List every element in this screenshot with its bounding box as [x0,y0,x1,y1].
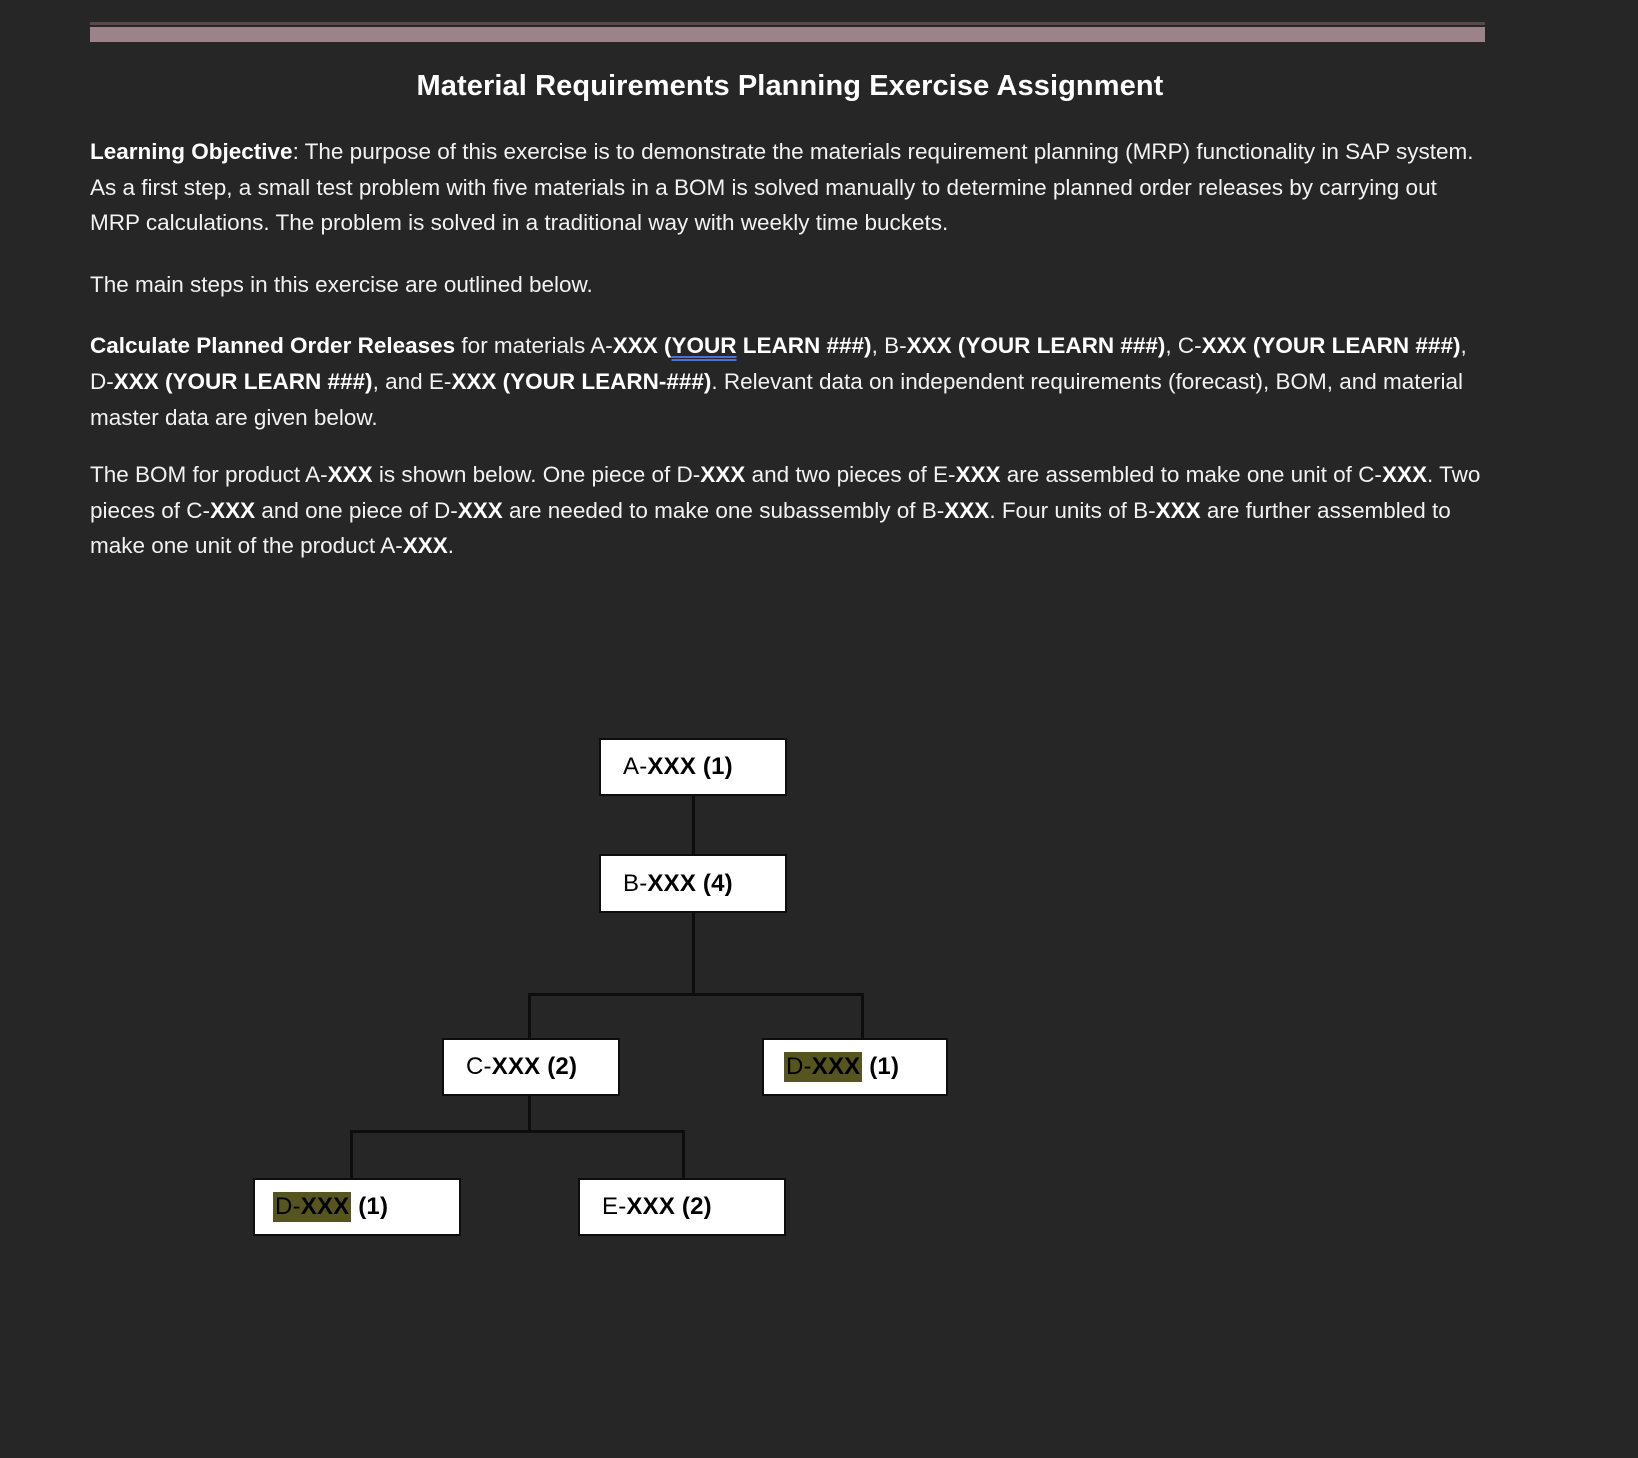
connector-b-down [692,913,695,995]
connector-bus-to-c [528,993,531,1038]
bom-node-c-label: C-XXX (2) [466,1053,578,1080]
page-title: Material Requirements Planning Exercise … [416,70,1164,102]
bom-bold-8: XXX [1155,497,1201,523]
header-rule [90,22,1485,42]
bom-node-a-label: A-XXX (1) [623,753,733,780]
bom-node-c[interactable]: C-XXX (2) [442,1038,620,1096]
connector-a-to-b [692,796,695,856]
calc-bold-4: XXX (YOUR LEARN ###) [1201,333,1461,359]
bom-bold-2: XXX [700,462,746,488]
calc-bold-2: LEARN ###) [736,333,872,359]
calc-text-1: for materials A- [455,333,613,359]
bom-bold-5: XXX [210,497,256,523]
bom-text-5: . Two pieces of C- [90,462,1481,523]
document-body: Material Requirements Planning Exercise … [90,68,1490,564]
bom-bold-3: XXX [955,462,1001,488]
connector-bus-to-d1 [861,993,864,1038]
bom-bold-9: XXX [402,533,448,559]
header-rule-thick-bar [90,27,1485,42]
bom-node-b-label: B-XXX (4) [623,869,733,897]
bom-text-7: are needed to make one subassembly of B- [502,497,945,523]
paragraph-spacer-2 [90,302,1490,328]
calc-text-6: . Relevant data on independent requireme… [90,368,1464,430]
grammar-flagged-word[interactable]: YOUR [671,333,737,359]
calc-bold-5: XXX (YOUR LEARN ###) [113,368,373,394]
connector-bus-b-children [528,993,864,996]
calc-bold-3: XXX (YOUR LEARN ###) [906,333,1166,359]
bom-node-b[interactable]: B-XXX (4) [599,854,787,913]
connector-bus-c-children [350,1130,685,1133]
calc-bold-6: XXX (YOUR LEARN-###) [451,368,712,394]
calculate-label: Calculate Planned Order Releases [90,333,456,359]
paragraph-steps-intro: The main steps in this exercise are outl… [90,271,593,297]
bom-node-e[interactable]: E-XXX (2) [578,1178,786,1236]
bom-node-d1[interactable]: D-XXX (1) [762,1038,948,1096]
bom-bold-7: XXX [944,497,990,523]
bom-bold-4: XXX [1381,462,1427,488]
paragraph-spacer [90,241,1490,267]
bom-node-d2-label: D-XXX (1) [273,1192,389,1222]
bom-text-2: is shown below. One piece of D- [372,462,701,488]
learning-objective-body: : The purpose of this exercise is to dem… [90,139,1474,236]
paragraph-bom-description: The BOM for product A-XXX is shown below… [90,457,1490,564]
bom-text-6: and one piece of D- [255,497,458,523]
paragraph-learning-objective: Learning Objective: The purpose of this … [90,134,1490,241]
calc-bold-1: XXX ( [612,333,672,359]
connector-bus-to-e [682,1130,685,1178]
calc-text-2: , B- [871,333,907,359]
bom-bold-6: XXX [457,497,503,523]
bom-bold-1: XXX [327,462,373,488]
bom-text-4: are assembled to make one unit of C- [1000,462,1382,488]
bom-text-10: . [447,533,454,559]
calc-text-3: , C- [1165,333,1202,359]
bom-text-1: The BOM for product A- [90,462,328,488]
connector-bus-to-d2 [350,1130,353,1178]
bom-text-8: . Four units of B- [989,497,1156,523]
calc-text-4: , D- [90,333,1467,394]
bom-text-9: are further assembled to make one unit o… [90,497,1451,559]
calc-text-5: , and E- [372,368,452,394]
bom-node-d2[interactable]: D-XXX (1) [253,1178,461,1236]
bom-tree-diagram: A-XXX (1) B-XXX (4) C-XXX (2) D-XXX (1) … [0,700,1638,1280]
bom-node-d1-label: D-XXX (1) [784,1052,900,1082]
bom-text-3: and two pieces of E- [745,462,956,488]
bom-node-e-label: E-XXX (2) [602,1193,712,1220]
paragraph-calculate-planned-order-releases: Calculate Planned Order Releases for mat… [90,328,1490,435]
header-rule-thin-line [90,22,1485,25]
bom-node-a[interactable]: A-XXX (1) [599,738,787,796]
connector-c-down [528,1096,531,1132]
learning-objective-label: Learning Objective [90,139,293,165]
